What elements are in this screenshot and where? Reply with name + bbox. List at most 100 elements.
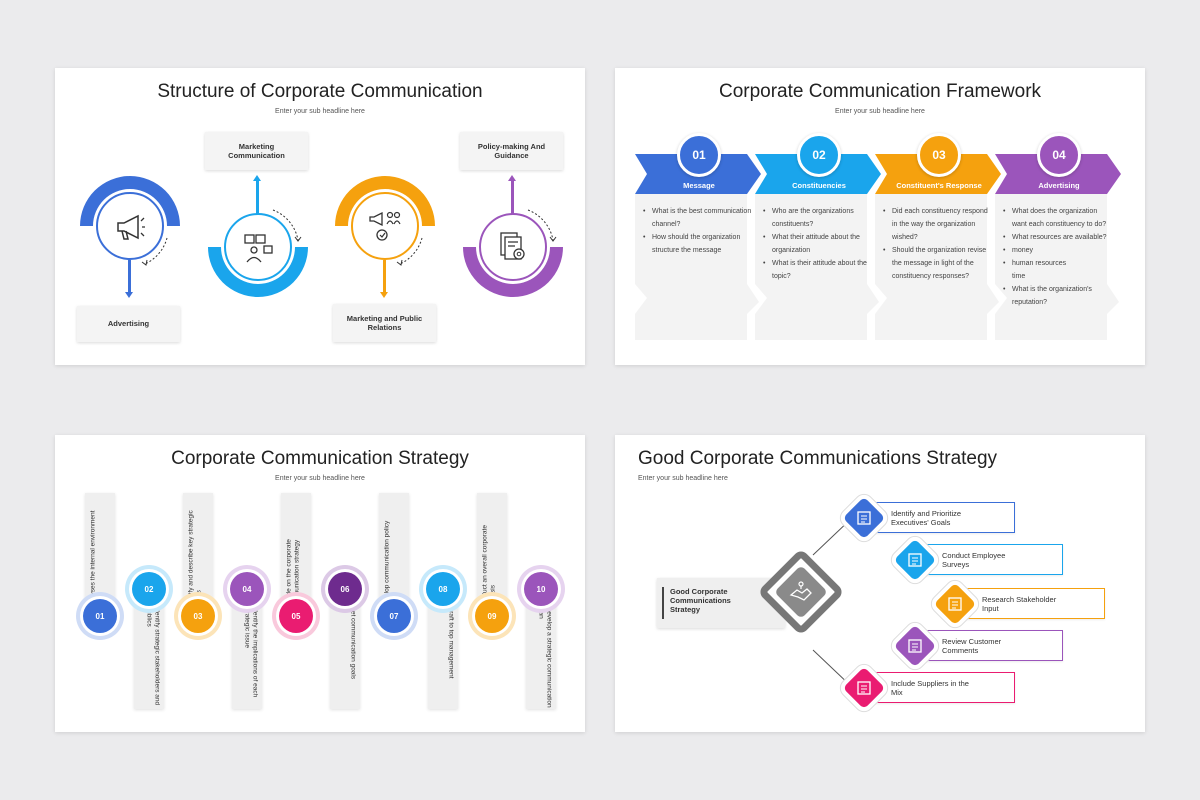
bullet-item: What does the organization want each con… — [1001, 205, 1113, 231]
connector-line — [128, 260, 131, 295]
research-icon — [948, 597, 962, 611]
slide-title: Corporate Communication Framework — [718, 81, 1042, 102]
bullet-item: How should the organization structure th… — [641, 231, 753, 257]
slide-strategy: Corporate Communication Strategy Enter y… — [55, 435, 585, 732]
supplier-network-icon — [857, 681, 871, 695]
slide-title: Structure of Corporate Communication — [157, 81, 483, 102]
goal-label: Conduct Employee Surveys — [942, 550, 1006, 569]
step-ring: 02 — [125, 565, 173, 613]
step-number: 05 — [279, 599, 313, 633]
step-number: 03 — [181, 599, 215, 633]
step-ring: 07 — [370, 592, 418, 640]
step-text: Identify strategic stakeholders and publ… — [145, 606, 160, 706]
checklist-icon — [857, 511, 871, 525]
step-number-badge: 01 — [677, 133, 721, 177]
step-number: 09 — [475, 599, 509, 633]
handshake-network-icon — [789, 581, 812, 601]
slide-structure: Structure of Corporate Communication Ent… — [55, 68, 585, 365]
goal-card: Identify and Prioritize Executives' Goal… — [869, 502, 1015, 533]
slide-good-strategy: Good Corporate Communications Strategy E… — [615, 435, 1145, 732]
label-policy-making: Policy-making And Guidance — [460, 132, 563, 170]
connector-line — [511, 180, 514, 214]
step-number: 07 — [377, 599, 411, 633]
step-number: 01 — [83, 599, 117, 633]
ring-advertising — [80, 176, 180, 266]
bullet-item: What is the organization's reputation? — [1001, 283, 1113, 309]
step-ring: 01 — [76, 592, 124, 640]
column-bullets: Did each constituency respond in the way… — [881, 205, 993, 283]
ring-marketing-communication — [208, 209, 308, 297]
slide-subtitle: Enter your sub headline here — [275, 108, 365, 115]
step-number-badge: 03 — [917, 133, 961, 177]
slide-title: Good Corporate Communications Strategy — [638, 448, 998, 469]
step-text: Develop a strategic communication plan — [537, 606, 552, 708]
column-bullets: What is the best communication channel?H… — [641, 205, 753, 257]
step-ring: 05 — [272, 592, 320, 640]
goal-card: Research Stakeholder Input — [960, 588, 1105, 619]
connector-line — [256, 180, 259, 214]
goal-label: Research Stakeholder Input — [982, 594, 1057, 613]
slide-subtitle: Enter your sub headline here — [638, 475, 728, 482]
arrow-down-icon — [380, 292, 388, 298]
bullet-item: money — [1001, 244, 1113, 257]
goal-label: Include Suppliers in the Mix — [891, 678, 969, 697]
center-label: Good Corporate Communications Strategy — [670, 587, 731, 614]
connector-line — [383, 260, 386, 295]
bullet-item: human resources — [1001, 257, 1113, 270]
step-ring: 03 — [174, 592, 222, 640]
slide-framework: Corporate Communication Framework Enter … — [615, 68, 1145, 365]
slide-title: Corporate Communication Strategy — [171, 448, 469, 469]
label-advertising: Advertising — [77, 306, 180, 342]
label-marketing-communication: Marketing Communication — [205, 132, 308, 170]
goal-card: Include Suppliers in the Mix — [869, 672, 1015, 703]
step-number: 04 — [230, 572, 264, 606]
bullet-item: time — [1012, 273, 1026, 280]
goal-label: Review Customer Comments — [942, 636, 1002, 655]
megaphone-icon — [117, 214, 145, 240]
step-ring: 06 — [321, 565, 369, 613]
step-ring: 08 — [419, 565, 467, 613]
bullet-item: What is the best communication channel? — [641, 205, 753, 231]
step-number: 02 — [132, 572, 166, 606]
column-bullets: Who are the organizations constituents?W… — [761, 205, 873, 283]
step-text: Draft to top management — [447, 606, 454, 679]
step-text: Identify the implications of each strate… — [243, 606, 258, 698]
megaphone-people-icon — [369, 211, 401, 241]
bullet-item: Should the organization revise the messa… — [881, 244, 993, 283]
connector-lines — [812, 516, 854, 689]
column-label: Advertising — [1038, 181, 1080, 190]
step-text: Set communication goals — [349, 606, 356, 680]
arrow-down-icon — [125, 292, 133, 298]
step-ring: 10 — [517, 565, 565, 613]
bullet-item: Who are the organizations constituents? — [761, 205, 873, 231]
slide-subtitle: Enter your sub headline here — [275, 475, 365, 482]
document-gear-icon — [500, 232, 525, 260]
goal-label: Identify and Prioritize Executives' Goal… — [891, 508, 962, 527]
step-number: 10 — [524, 572, 558, 606]
goal-card: Review Customer Comments — [920, 630, 1063, 661]
step-number-badge: 04 — [1037, 133, 1081, 177]
bullet-item: What is their attitude about the topic? — [761, 257, 873, 283]
people-network-icon — [908, 553, 922, 567]
step-number-badge: 02 — [797, 133, 841, 177]
column-label: Constituent's Response — [896, 181, 982, 190]
column-bullets: What does the organization want each con… — [1001, 205, 1113, 309]
step-ring: 09 — [468, 592, 516, 640]
goal-card: Conduct Employee Surveys — [920, 544, 1063, 575]
ring-marketing-pr — [335, 176, 435, 266]
bullet-item: What their attitude about the organizati… — [761, 231, 873, 257]
arrow-up-icon — [253, 175, 261, 181]
bullet-item: What resources are available? — [1001, 231, 1113, 244]
step-number: 06 — [328, 572, 362, 606]
accent-bar — [662, 587, 664, 619]
arrow-up-icon — [508, 175, 516, 181]
media-presenter-icon — [244, 234, 273, 263]
column-label: Constituencies — [792, 181, 846, 190]
step-number: 08 — [426, 572, 460, 606]
step-ring: 04 — [223, 565, 271, 613]
review-icon — [908, 639, 922, 653]
column-label: Message — [683, 181, 715, 190]
slide-subtitle: Enter your sub headline here — [835, 108, 925, 115]
bullet-item: Did each constituency respond in the way… — [881, 205, 993, 244]
label-marketing-pr: Marketing and Public Relations — [333, 304, 436, 342]
